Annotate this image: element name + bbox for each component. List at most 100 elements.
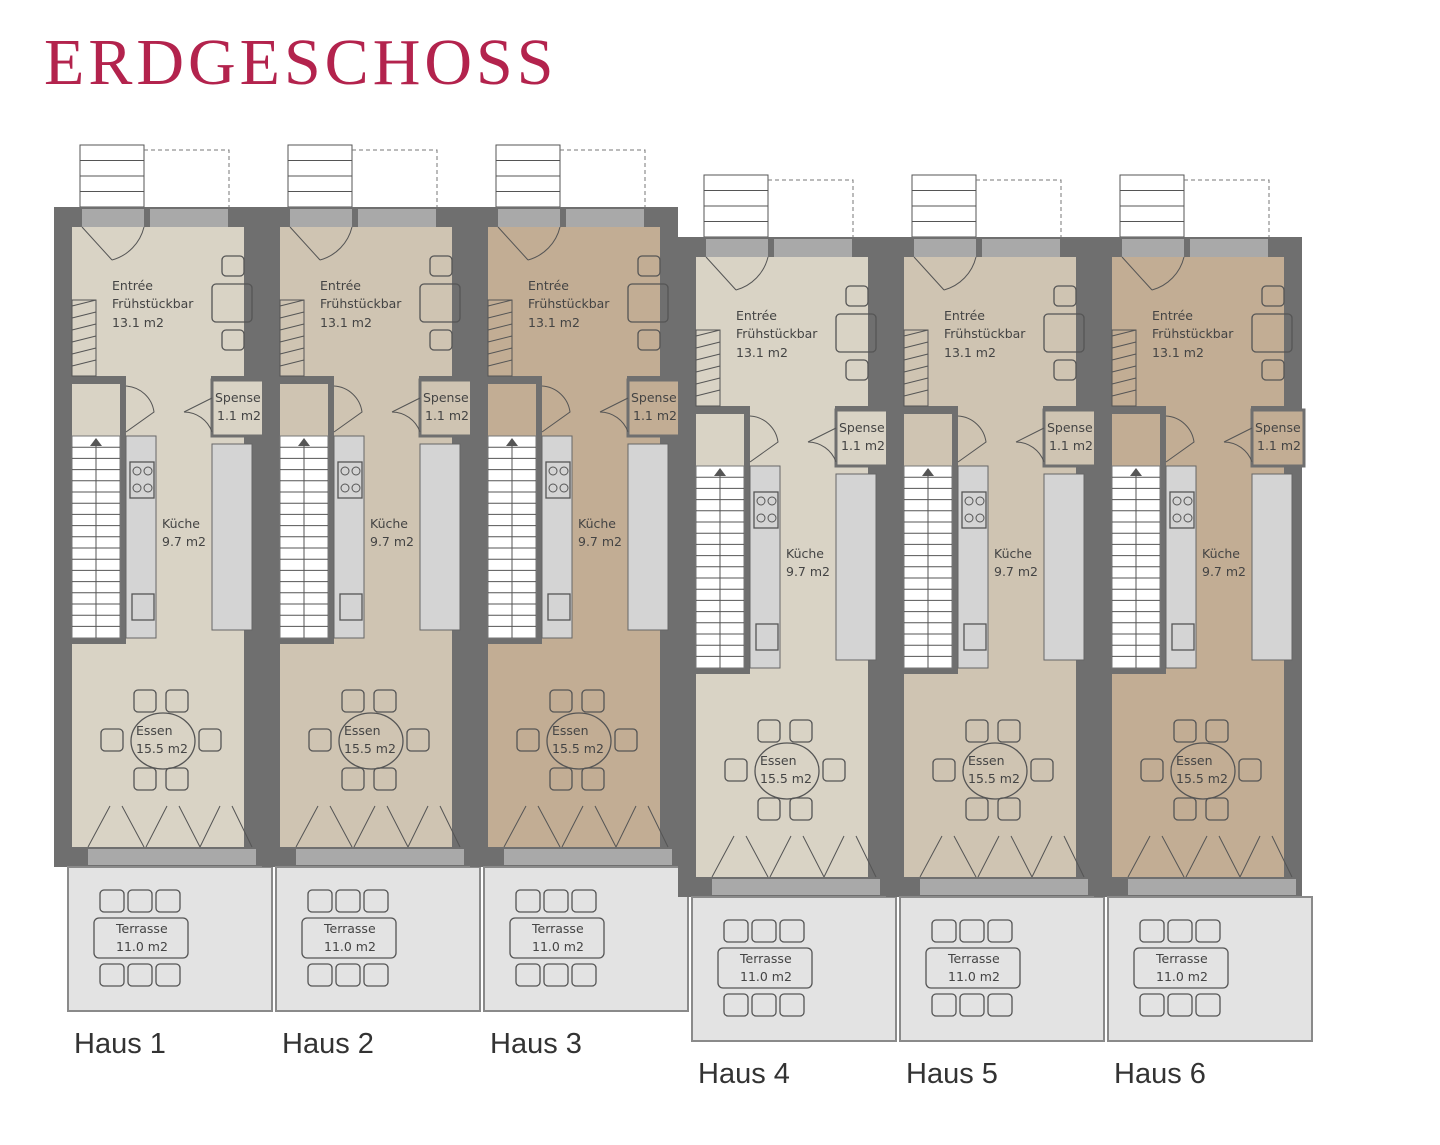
label-entree-area: 13.1 m2 bbox=[528, 315, 580, 330]
door-swing bbox=[913, 256, 945, 291]
label-kueche: Küche bbox=[370, 516, 408, 531]
label-fruehstueckbar: Frühstückbar bbox=[112, 296, 194, 311]
label-essen: Essen bbox=[136, 723, 173, 738]
window-top-left bbox=[82, 209, 144, 227]
house-name: Haus 6 bbox=[1114, 1058, 1206, 1090]
label-kueche-area: 9.7 m2 bbox=[994, 564, 1038, 579]
label-terrasse-area: 11.0 m2 bbox=[740, 969, 792, 984]
label-entree: Entrée bbox=[1152, 308, 1193, 323]
partition bbox=[696, 406, 750, 414]
window-top-left bbox=[498, 209, 560, 227]
dining-table bbox=[724, 719, 846, 821]
terrace bbox=[275, 866, 481, 1012]
label-terrasse-area: 11.0 m2 bbox=[1156, 969, 1208, 984]
kitchen bbox=[957, 465, 1085, 669]
label-essen-area: 15.5 m2 bbox=[968, 771, 1020, 786]
label-essen: Essen bbox=[1176, 753, 1213, 768]
label-kueche-area: 9.7 m2 bbox=[162, 534, 206, 549]
pantry-door bbox=[1223, 427, 1253, 463]
label-entree: Entrée bbox=[112, 278, 153, 293]
label-kueche: Küche bbox=[994, 546, 1032, 561]
window-bottom bbox=[920, 879, 1088, 895]
label-kueche: Küche bbox=[578, 516, 616, 531]
breakfast-bar bbox=[1251, 285, 1293, 381]
entrance-steps bbox=[79, 144, 230, 208]
kitchen bbox=[749, 465, 877, 669]
label-entree: Entrée bbox=[320, 278, 361, 293]
label-kueche-area: 9.7 m2 bbox=[578, 534, 622, 549]
wardrobe bbox=[487, 299, 513, 377]
partition bbox=[280, 638, 334, 644]
entrance-steps bbox=[287, 144, 438, 208]
window-top-left bbox=[914, 239, 976, 257]
window-bottom bbox=[504, 849, 672, 865]
label-fruehstueckbar: Frühstückbar bbox=[528, 296, 610, 311]
label-essen: Essen bbox=[552, 723, 589, 738]
wardrobe bbox=[903, 329, 929, 407]
staircase bbox=[279, 385, 363, 639]
terrace bbox=[899, 896, 1105, 1042]
breakfast-bar bbox=[419, 255, 461, 351]
label-terrasse-area: 11.0 m2 bbox=[324, 939, 376, 954]
breakfast-bar bbox=[211, 255, 253, 351]
partition bbox=[1160, 406, 1166, 671]
label-essen: Essen bbox=[344, 723, 381, 738]
label-spense-area: 1.1 m2 bbox=[1049, 438, 1093, 453]
door-swing bbox=[735, 256, 769, 291]
label-entree-area: 13.1 m2 bbox=[320, 315, 372, 330]
terrace-doors bbox=[87, 805, 253, 848]
door-swing bbox=[81, 226, 113, 261]
label-kueche: Küche bbox=[786, 546, 824, 561]
house-name: Haus 3 bbox=[490, 1028, 582, 1060]
partition bbox=[696, 668, 750, 674]
label-spense-area: 1.1 m2 bbox=[217, 408, 261, 423]
label-spense-area: 1.1 m2 bbox=[841, 438, 885, 453]
pantry bbox=[834, 408, 890, 468]
label-spense: Spense bbox=[1255, 420, 1301, 435]
door-swing bbox=[497, 226, 529, 261]
pantry-door bbox=[391, 397, 421, 433]
label-essen-area: 15.5 m2 bbox=[344, 741, 396, 756]
label-spense-area: 1.1 m2 bbox=[1257, 438, 1301, 453]
label-terrasse: Terrasse bbox=[531, 921, 584, 936]
partition bbox=[904, 668, 958, 674]
door-swing bbox=[111, 226, 145, 261]
pantry bbox=[418, 378, 474, 438]
label-terrasse-area: 11.0 m2 bbox=[532, 939, 584, 954]
entrance-steps bbox=[1119, 174, 1270, 238]
label-spense-area: 1.1 m2 bbox=[425, 408, 469, 423]
label-entree: Entrée bbox=[944, 308, 985, 323]
label-entree: Entrée bbox=[736, 308, 777, 323]
door-swing bbox=[1121, 256, 1153, 291]
label-spense: Spense bbox=[1047, 420, 1093, 435]
window-top-left bbox=[706, 239, 768, 257]
staircase bbox=[903, 415, 987, 669]
breakfast-bar bbox=[1043, 285, 1085, 381]
partition bbox=[72, 638, 126, 644]
label-kueche: Küche bbox=[162, 516, 200, 531]
label-terrasse: Terrasse bbox=[115, 921, 168, 936]
terrace-doors bbox=[1127, 835, 1293, 878]
wardrobe bbox=[71, 299, 97, 377]
label-spense-area: 1.1 m2 bbox=[633, 408, 677, 423]
partition bbox=[120, 376, 126, 641]
label-essen-area: 15.5 m2 bbox=[136, 741, 188, 756]
label-entree-area: 13.1 m2 bbox=[112, 315, 164, 330]
partition bbox=[744, 406, 750, 671]
window-top-right bbox=[566, 209, 644, 227]
staircase bbox=[695, 415, 779, 669]
staircase bbox=[487, 385, 571, 639]
door-swing bbox=[319, 226, 353, 261]
pantry-door bbox=[183, 397, 213, 433]
label-kueche-area: 9.7 m2 bbox=[370, 534, 414, 549]
door-swing bbox=[289, 226, 321, 261]
label-kueche: Küche bbox=[1202, 546, 1240, 561]
label-terrasse: Terrasse bbox=[1155, 951, 1208, 966]
partition bbox=[488, 638, 542, 644]
terrace bbox=[483, 866, 689, 1012]
label-spense: Spense bbox=[839, 420, 885, 435]
dining-table bbox=[100, 689, 222, 791]
dining-table bbox=[1140, 719, 1262, 821]
